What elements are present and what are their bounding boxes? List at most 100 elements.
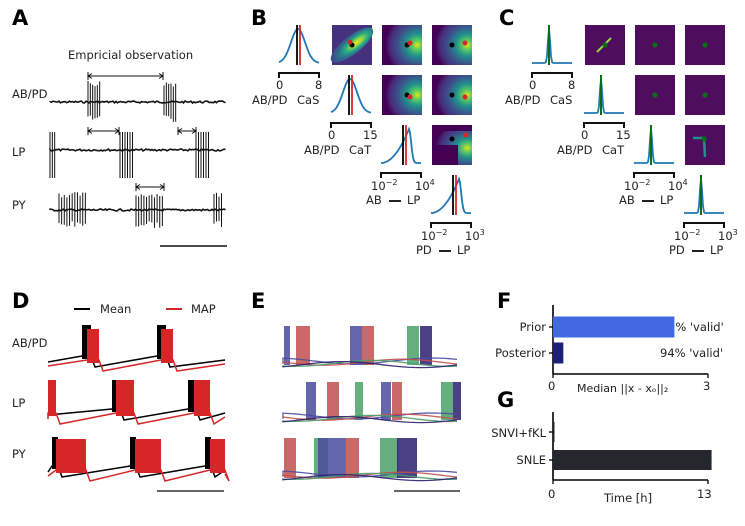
panel-b-tick-max-2: 104 — [415, 178, 435, 193]
panel-c-param-label-left-1: AB/PD — [557, 143, 593, 157]
panel-b-param-label-right-0: CaS — [297, 93, 320, 107]
panel-b-marginal-3 — [430, 176, 471, 214]
trace-d-py-map-burst — [135, 439, 161, 473]
trace-e-lp-membrane-2 — [282, 414, 458, 423]
panel-b-heatmap-0-1 — [382, 25, 422, 65]
panel-c-true-param-dot-1-1 — [652, 92, 658, 98]
trace-a-py-baseline — [49, 208, 226, 212]
panel-c-true-param-dot-2-2 — [701, 136, 707, 142]
panel-c-param-label-left-2: AB — [619, 193, 635, 207]
panel-c-tick-max-0: 8 — [568, 78, 576, 92]
panel-f-annotation-posterior: 94% 'valid' — [660, 346, 724, 360]
panel-b-map-dot-2-2 — [463, 132, 469, 138]
trace-e-lp-burst — [327, 382, 339, 420]
panel-b-tick-max-2-exponent: 4 — [429, 178, 435, 187]
panel-a-traces — [49, 72, 227, 247]
panel-letter-g: G — [497, 388, 515, 412]
delay-arrow-2-head-left — [177, 128, 183, 134]
panel-b-mean-dot-0-2 — [449, 42, 455, 48]
trace-e-py-membrane-2 — [282, 472, 458, 481]
trace-d-py-mean-burst — [130, 437, 136, 469]
panel-letter-c: C — [499, 6, 515, 30]
trace-e-py-burst — [318, 438, 346, 478]
panel-b-mean-dot-2-2 — [449, 136, 455, 142]
panel-c-tick-min-2-exponent: −2 — [638, 178, 651, 187]
panel-c-axis-bracket-3 — [683, 222, 725, 228]
delay-arrow-3-head-left — [135, 184, 141, 190]
panel-c-tick-max-2-exponent: 4 — [682, 178, 688, 187]
trace-d-abpd-map-burst — [87, 329, 99, 363]
trace-d-abpd-mean-burst — [82, 325, 91, 359]
panel-b-axis-bracket-2 — [380, 172, 422, 178]
panel-a-trace-label-py: PY — [12, 198, 26, 212]
panel-c-param-label-right-0: CaS — [550, 93, 573, 107]
panel-b-param-label-left-3: PD — [416, 243, 432, 257]
trace-e-abpd-burst — [284, 326, 290, 365]
panel-g-cat-snvi: SNVI+fKL — [491, 426, 546, 440]
panel-b-map-dot-0-1 — [407, 40, 413, 46]
panel-a-trace-label-abpd: AB/PD — [12, 87, 48, 101]
trace-d-py-mean-burst — [52, 437, 58, 469]
panel-b-mean-dot-1-2 — [449, 92, 455, 98]
trace-d-py-map-burst — [210, 439, 225, 473]
panel-b-tick-min-3-exponent: −2 — [435, 228, 448, 237]
trace-e-abpd-membrane-2 — [282, 359, 458, 368]
panel-b-tick-max-0: 8 — [315, 78, 323, 92]
panel-a-title: Empricial observation — [68, 48, 194, 62]
panel-d-legend-map: MAP — [191, 302, 216, 316]
panel-c-tick-max-3: 103 — [718, 228, 738, 243]
panel-c-tick-max-2: 104 — [668, 178, 688, 193]
panel-b-tick-max-1: 15 — [363, 128, 378, 142]
panel-c-true-param-dot-0-2 — [702, 42, 708, 48]
trace-e-abpd-burst — [407, 326, 419, 365]
panel-letter-e: E — [251, 289, 266, 313]
panel-f-cat-posterior: Posterior — [495, 346, 546, 360]
trace-d-lp-map-burst — [116, 380, 134, 416]
panel-b-map-dot-1-1 — [407, 94, 413, 100]
panel-b-marginal-1 — [330, 78, 372, 114]
trace-d-py-map-burst — [56, 439, 86, 473]
trace-e-abpd-burst — [362, 326, 374, 365]
panel-b-param-label-left-1: AB/PD — [304, 143, 340, 157]
panel-c-connector-dash-3 — [692, 250, 704, 252]
panel-c-true-param-dot-0-0 — [602, 42, 608, 48]
panel-letter-f: F — [497, 289, 512, 313]
panel-c-marginal-3 — [684, 178, 724, 214]
trace-e-lp-membrane-3 — [282, 415, 458, 424]
panel-letter-b: B — [251, 6, 268, 30]
delay-arrow-2-head-right — [191, 128, 197, 134]
panel-d-trace-label-py: PY — [12, 447, 26, 461]
trace-e-abpd-burst — [296, 326, 310, 365]
trace-e-lp-burst — [355, 382, 363, 420]
panel-d-trace-label-abpd: AB/PD — [12, 336, 48, 350]
panel-e-traces — [282, 326, 461, 492]
trace-e-abpd-membrane-3 — [282, 360, 458, 369]
trace-e-py-burst — [284, 438, 296, 478]
panel-b-pairplot — [278, 25, 472, 228]
panel-g-xlabel: Time [h] — [604, 491, 653, 505]
panel-f-bar-posterior — [553, 342, 564, 364]
trace-e-lp-burst — [306, 382, 316, 420]
panel-b-tick-min-2-exponent: −2 — [385, 178, 398, 187]
panel-g-xtick-13: 13 — [697, 487, 712, 501]
trace-a-abpd-baseline — [49, 100, 226, 105]
panel-b-heatmap-2-2 — [432, 131, 472, 165]
period-arrow-head-right — [158, 73, 164, 79]
panel-g-bar-snle — [553, 450, 712, 470]
panel-b-marginal-0 — [278, 28, 320, 64]
panel-b-map-dot-0-0 — [347, 39, 353, 45]
panel-c-tick-min-3-exponent: −2 — [688, 228, 701, 237]
panel-b-tick-min-3: 10−2 — [421, 228, 448, 243]
panel-c-marginal-0 — [532, 28, 572, 64]
panel-c-tick-max-3-exponent: 3 — [732, 228, 738, 237]
panel-g-xtick-0: 0 — [548, 487, 556, 501]
trace-e-lp-burst — [381, 382, 391, 420]
delay-arrow-3-head-right — [159, 184, 165, 190]
trace-d-lp-mean-burst — [188, 380, 196, 412]
panel-g-cat-snle: SNLE — [516, 453, 546, 467]
trace-d-py-mean-burst — [205, 437, 211, 469]
panel-b-tick-min-2: 10−2 — [371, 178, 398, 193]
panel-c-true-param-dot-1-2 — [702, 92, 708, 98]
panel-b-connector-dash-3 — [439, 250, 451, 252]
panel-c-pairplot — [531, 25, 725, 228]
